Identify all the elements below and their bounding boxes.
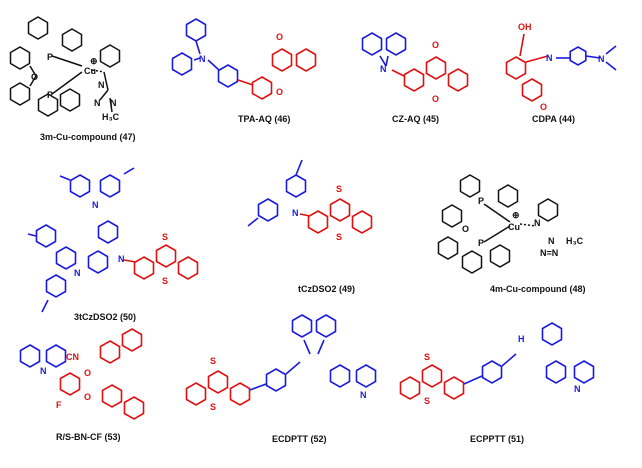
atom-N: N (360, 390, 367, 400)
atom-N: N (546, 53, 553, 63)
atom-O: O (276, 87, 283, 97)
atom-S: S (210, 402, 216, 412)
atom-N: N (40, 366, 47, 376)
atom-S: S (162, 276, 168, 286)
compound-48-label: 4m-Cu-compound (48) (490, 284, 586, 294)
atom-O: O (276, 32, 283, 42)
atom-O: O (462, 224, 469, 234)
compound-44-label: CDPA (44) (532, 114, 575, 124)
compound-46-structure: N O O (171, 18, 317, 100)
atom-S: S (424, 396, 430, 406)
atom-O: O (84, 392, 91, 402)
atom-N: N (292, 208, 299, 218)
compound-53-structure: N CN F O O (19, 328, 145, 420)
atom-N: N (574, 384, 581, 394)
compound-51-label: ECPPTT (51) (470, 434, 524, 444)
atom-CN: CN (66, 352, 79, 362)
atom-S: S (210, 356, 216, 366)
atom-O: O (540, 102, 547, 112)
atom-O: O (432, 40, 439, 50)
atom-N: N (110, 98, 117, 108)
atom-H3C: H₃C (566, 236, 584, 246)
atom-O: O (84, 368, 91, 378)
atom-S: S (336, 184, 342, 194)
charge-plus: ⊕ (512, 210, 520, 220)
atom-N: N (199, 54, 206, 64)
compound-46-label: TPA-AQ (46) (238, 114, 290, 124)
atom-N: N (534, 218, 541, 228)
atom-Cu: Cu (84, 66, 96, 76)
atom-H3C: H₃C (102, 112, 120, 122)
atom-N-eq-N: N=N (540, 248, 558, 258)
atom-S: S (424, 352, 430, 362)
atom-S: S (162, 232, 168, 242)
compound-52-structure: S S N (185, 314, 377, 412)
atom-S: S (336, 232, 342, 242)
compound-49-label: tCzDSO2 (49) (298, 284, 355, 294)
atom-H: H (518, 334, 525, 344)
charge-plus: ⊕ (90, 56, 98, 66)
atom-Cu: Cu (508, 222, 520, 232)
compound-45-label: CZ-AQ (45) (392, 114, 439, 124)
compound-45-structure: N O O (361, 32, 469, 104)
atom-P: P (47, 52, 53, 62)
atom-N: N (548, 236, 555, 246)
atom-N: N (92, 200, 99, 210)
compound-52-label: ECDPTT (52) (272, 434, 327, 444)
atom-P: P (478, 238, 484, 248)
atom-N: N (598, 54, 605, 64)
atom-N: N (74, 268, 81, 278)
compound-47-label: 3m-Cu-compound (47) (40, 132, 136, 142)
atom-N: N (118, 254, 125, 264)
compound-50-label: 3tCzDSO2 (50) (74, 312, 136, 322)
compound-50-structure: N N N S S (27, 167, 199, 313)
atom-P: P (47, 90, 53, 100)
atom-F: F (56, 400, 62, 410)
atom-N: N (380, 64, 387, 74)
atom-P: P (478, 196, 484, 206)
compound-49-structure: N S S (247, 159, 373, 242)
atom-N: N (98, 80, 105, 90)
atom-O: O (31, 72, 38, 82)
compound-47-structure: O P P Cu ⊕ N N N H₃C (9, 16, 121, 122)
atom-N: N (94, 98, 101, 108)
compound-53-label: R/S-BN-CF (53) (56, 432, 121, 442)
atom-O: O (432, 94, 439, 104)
atom-OH: OH (518, 22, 532, 32)
compound-48-structure: O P P Cu ⊕ N N H₃C N=N (437, 174, 584, 274)
compound-51-structure: S S H N (399, 322, 595, 406)
compound-44-structure: OH N N O (505, 22, 617, 112)
